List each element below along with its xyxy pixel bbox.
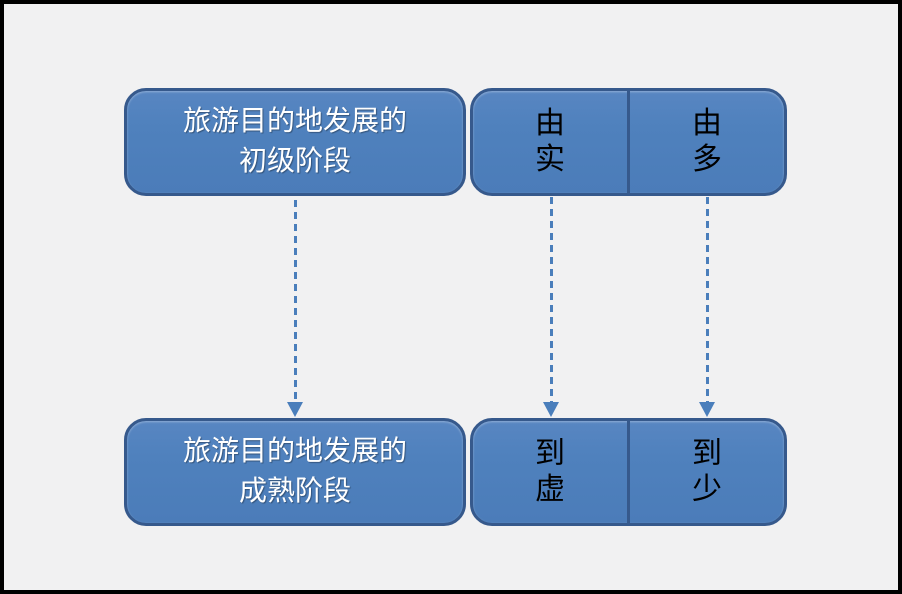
arrow-head-down-icon xyxy=(543,402,559,417)
stage-box-mature-label: 旅游目的地发展的 成熟阶段 xyxy=(182,436,407,507)
stage-box-primary-label: 旅游目的地发展的 初级阶段 xyxy=(182,106,407,177)
dashed-arrow-many-to-few xyxy=(699,197,715,417)
attribute-cell-from-real-label: 由 实 xyxy=(535,107,565,176)
attribute-cell-to-virtual-label: 到 虚 xyxy=(535,437,565,506)
attribute-cell-from-many: 由 多 xyxy=(630,91,784,193)
cell-divider xyxy=(627,91,630,193)
dashed-arrow-primary-to-mature xyxy=(287,200,303,417)
attribute-cell-to-few-label: 到 少 xyxy=(692,437,722,506)
arrow-line xyxy=(549,197,553,402)
attribute-cell-from-real: 由 实 xyxy=(473,91,627,193)
arrow-head-down-icon xyxy=(287,402,303,417)
attribute-cell-to-few: 到 少 xyxy=(630,421,784,523)
attribute-box-from: 由 实 由 多 xyxy=(470,88,787,196)
attribute-cell-to-virtual: 到 虚 xyxy=(473,421,627,523)
arrow-line xyxy=(293,200,297,402)
attribute-box-to: 到 虚 到 少 xyxy=(470,418,787,526)
attribute-cell-from-many-label: 由 多 xyxy=(692,107,722,176)
cell-divider xyxy=(627,421,630,523)
arrow-head-down-icon xyxy=(699,402,715,417)
arrow-line xyxy=(705,197,709,402)
stage-box-mature: 旅游目的地发展的 成熟阶段 xyxy=(124,418,466,526)
dashed-arrow-real-to-virtual xyxy=(543,197,559,417)
stage-box-primary: 旅游目的地发展的 初级阶段 xyxy=(124,88,466,196)
